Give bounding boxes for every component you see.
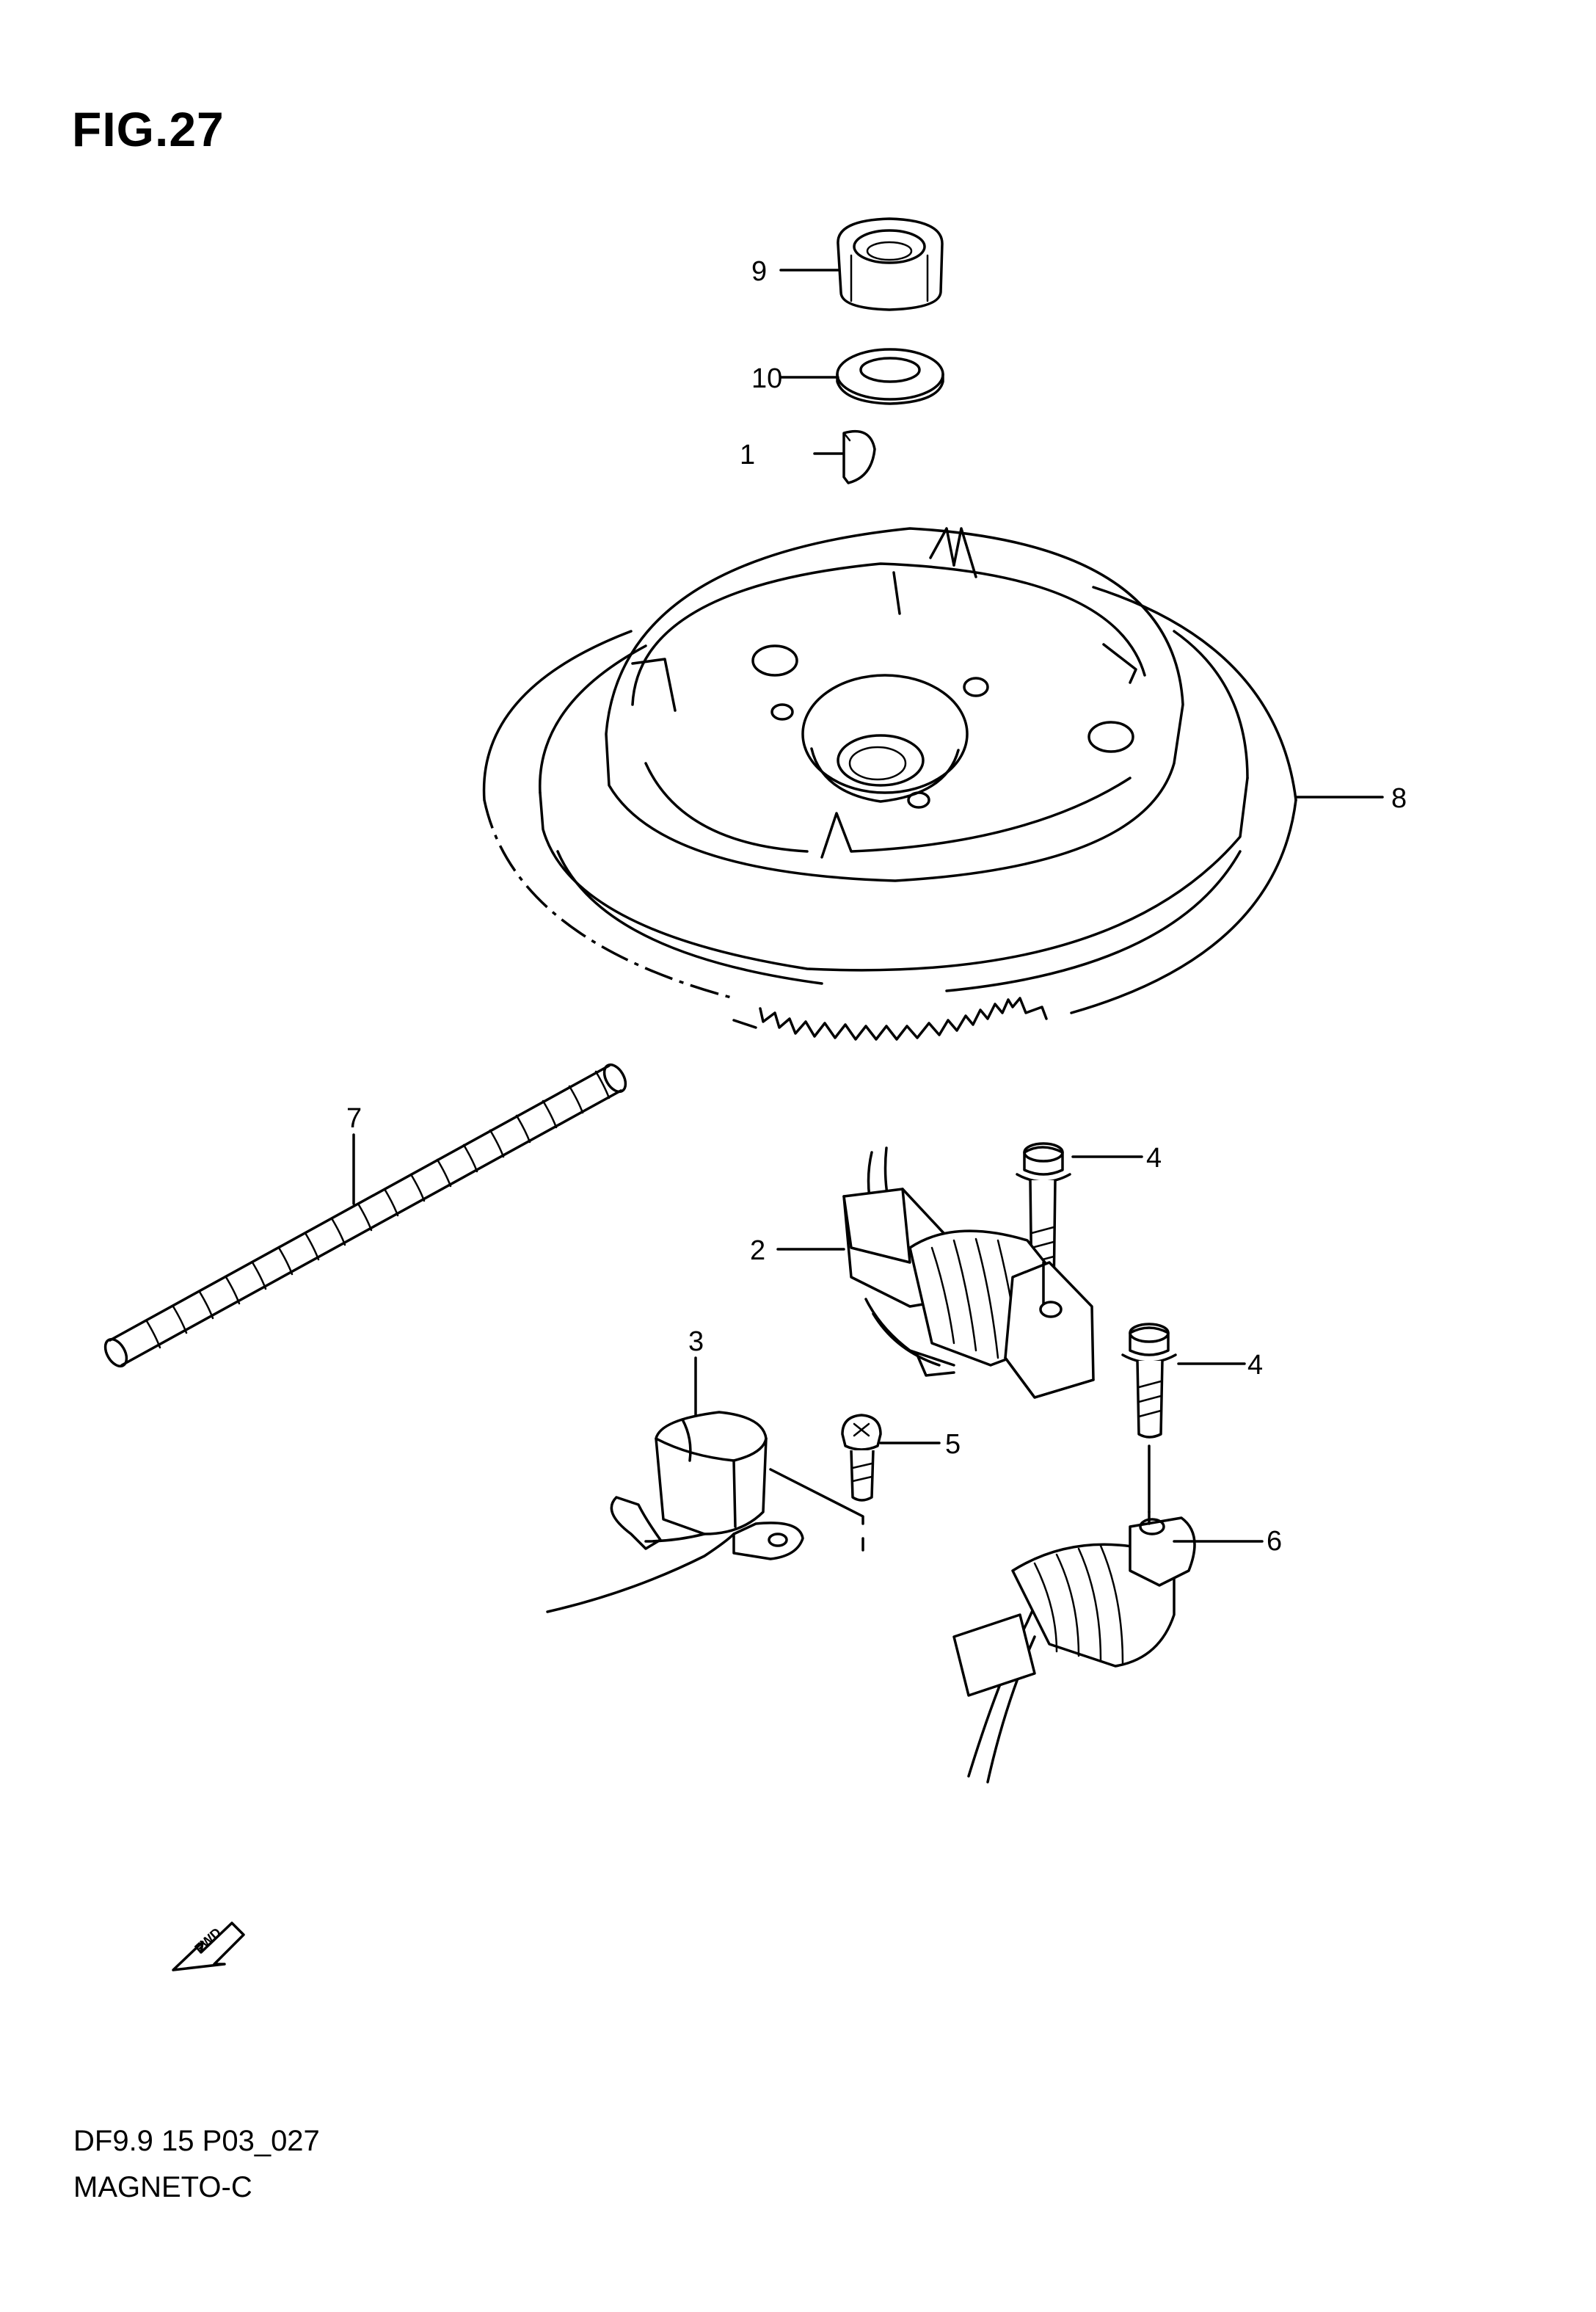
callout-2[interactable]: 2 bbox=[750, 1235, 765, 1266]
figure-title: FIG.27 bbox=[72, 102, 225, 156]
part-4-bolt-lower[interactable] bbox=[1121, 1323, 1177, 1439]
callout-9[interactable]: 10 bbox=[751, 363, 782, 394]
callout-4a[interactable]: 4 bbox=[1146, 1143, 1162, 1174]
part-1-charge-coil[interactable] bbox=[952, 1516, 1264, 1784]
fwd-arrow-icon: FWD bbox=[172, 1922, 245, 1971]
callout-8[interactable]: 9 bbox=[751, 256, 767, 287]
part-10-key[interactable] bbox=[842, 429, 876, 484]
part-5-screw[interactable] bbox=[841, 1414, 882, 1502]
part-2-pulser-coil[interactable] bbox=[842, 1146, 1095, 1399]
callout-7[interactable]: 7 bbox=[346, 1103, 362, 1134]
part-9-washer[interactable] bbox=[836, 348, 944, 405]
callout-10[interactable]: 1 bbox=[740, 440, 755, 470]
part-8-nut[interactable] bbox=[837, 217, 944, 311]
part-7-spiral-tube[interactable] bbox=[101, 1061, 630, 1370]
model-code: DF9.9 15 P03_027 bbox=[73, 2125, 320, 2157]
callout-1[interactable]: 6 bbox=[1267, 1526, 1282, 1557]
section-name: MAGNETO-C bbox=[73, 2171, 252, 2203]
part-3-ignition-coil[interactable] bbox=[546, 1411, 804, 1613]
alignment-line-3 bbox=[769, 1468, 864, 1552]
callout-5[interactable]: 5 bbox=[945, 1429, 961, 1460]
callout-4b[interactable]: 4 bbox=[1247, 1350, 1263, 1381]
part-6-flywheel[interactable] bbox=[482, 527, 1297, 1041]
callout-6[interactable]: 8 bbox=[1391, 783, 1407, 814]
callout-3[interactable]: 3 bbox=[688, 1326, 704, 1357]
